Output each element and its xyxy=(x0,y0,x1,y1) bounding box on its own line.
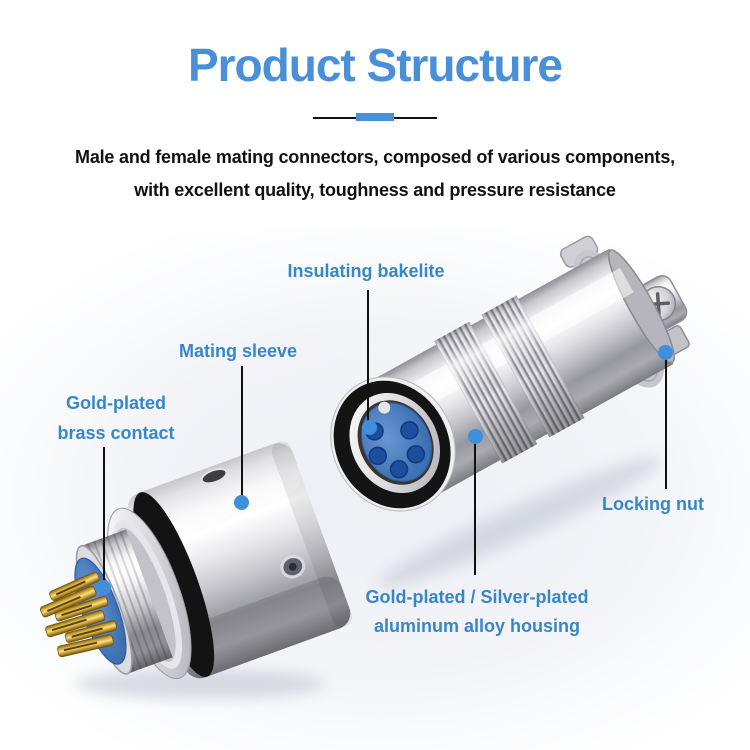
label-brass-contact-line-1: Gold-plated xyxy=(65,393,166,413)
leader-line-mating-sleeve xyxy=(241,366,243,499)
keyway-notch xyxy=(378,401,391,414)
leader-line-brass-contact xyxy=(103,447,105,584)
leader-line-locking-nut xyxy=(665,358,667,489)
label-brass-contact: Gold-plated brass contact xyxy=(57,388,174,448)
label-locking-nut: Locking nut xyxy=(602,494,704,514)
subtitle-line-2: with excellent quality, toughness and pr… xyxy=(134,180,616,200)
socket-holes xyxy=(365,421,426,479)
female-face xyxy=(330,376,456,512)
female-connector-illustration xyxy=(330,235,690,512)
leader-line-insulating-bakelite xyxy=(367,290,369,424)
subtitle-line-1: Male and female mating connectors, compo… xyxy=(75,147,675,167)
male-connector-shadow xyxy=(75,669,325,699)
knurled-grip xyxy=(434,295,585,464)
label-housing-line-2: aluminum alloy housing xyxy=(373,616,580,636)
label-mating-sleeve: Mating sleeve xyxy=(178,341,298,361)
leader-dot-brass-contact xyxy=(96,580,111,595)
label-housing: Gold-plated / Silver-plated aluminum all… xyxy=(365,583,588,641)
leader-dot-mating-sleeve xyxy=(234,495,249,510)
leader-line-housing xyxy=(474,442,476,575)
subtitle: Male and female mating connectors, compo… xyxy=(0,141,750,207)
female-connector-shadow xyxy=(378,457,662,587)
divider-accent xyxy=(356,113,394,121)
gold-pins xyxy=(39,571,118,658)
label-housing-line-1: Gold-plated / Silver-plated xyxy=(365,587,589,607)
leader-dot-housing xyxy=(468,429,483,444)
page-title: Product Structure xyxy=(187,39,563,91)
label-insulating-bakelite: Insulating bakelite xyxy=(287,261,445,281)
leader-dot-insulating-bakelite xyxy=(362,420,377,435)
leader-dot-locking-nut xyxy=(658,345,673,360)
label-brass-contact-line-2: brass contact xyxy=(57,423,175,443)
